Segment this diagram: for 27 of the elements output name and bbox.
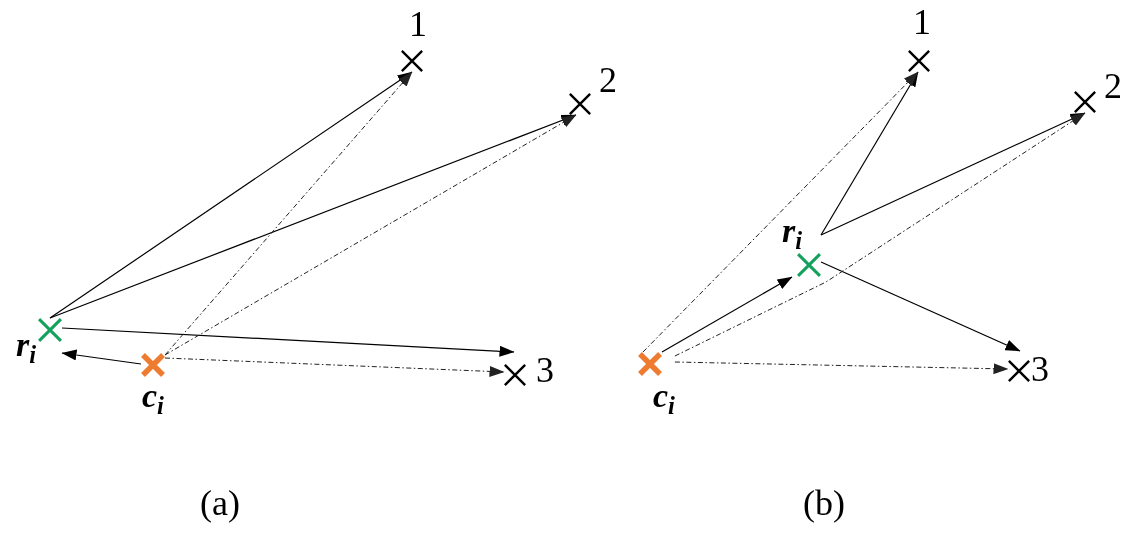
subfigure-label: (b) xyxy=(803,485,845,521)
point-label: r$_{i}$ xyxy=(782,212,803,250)
arrow xyxy=(820,71,919,236)
dashed-arrow xyxy=(674,112,1086,357)
arrow xyxy=(61,327,515,357)
dashed-arrow xyxy=(164,71,413,356)
point-label: 2 xyxy=(599,62,617,98)
point-label: 1 xyxy=(913,4,931,40)
point-label: r$_{i}$ xyxy=(16,326,37,364)
point-label: c$_{i}$ xyxy=(142,377,164,415)
point-label: 1 xyxy=(409,6,427,42)
dashed-arrow xyxy=(164,357,505,377)
point-label: 2 xyxy=(1104,68,1122,104)
dashed-arrow xyxy=(164,114,577,356)
arrow xyxy=(61,349,142,365)
arrow xyxy=(661,276,793,353)
dashed-arrow xyxy=(674,361,1009,375)
point-label: 3 xyxy=(536,352,554,388)
arrow xyxy=(820,261,1021,352)
dashed-arrow xyxy=(642,71,919,353)
point-label: c$_{i}$ xyxy=(653,377,675,415)
data-point xyxy=(16,318,62,364)
data-point xyxy=(141,353,165,415)
data-point xyxy=(638,352,675,415)
subfigure-label: (a) xyxy=(200,485,240,521)
arrow xyxy=(49,71,413,319)
point-label: 3 xyxy=(1031,351,1049,387)
